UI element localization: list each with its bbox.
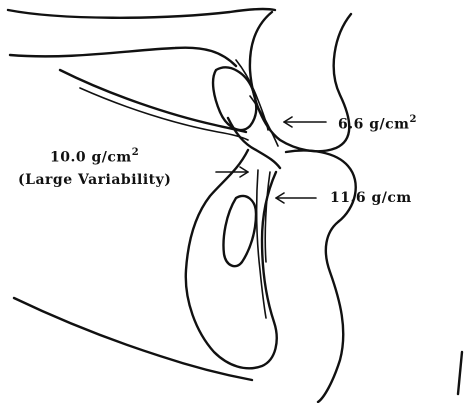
left-variability-note: (Large Variability) [18,172,171,188]
upper-jaw-line-2 [80,88,248,140]
upper-jaw-line-1 [60,70,246,132]
center-contact-line [228,118,280,168]
upper-face-contour [8,9,275,18]
lower-tooth-outline [186,150,277,368]
upper-face-contour-inner [10,48,236,66]
arrow-lower [276,193,316,203]
upper-lip-profile [250,12,351,151]
lower-face-contour [14,298,252,380]
left-pressure-label: 10.0 g/cm2 [50,148,139,166]
lower-lip-profile [286,151,356,402]
lower-pressure-label: 11.6 g/cm [330,190,412,206]
arrow-left [216,167,248,177]
lower-tooth-inner-2 [265,172,270,262]
lower-incisor [224,196,257,266]
corner-mark [458,352,462,394]
upper-pressure-label: 6.6 g/cm2 [338,115,417,133]
arrow-upper [284,117,326,127]
